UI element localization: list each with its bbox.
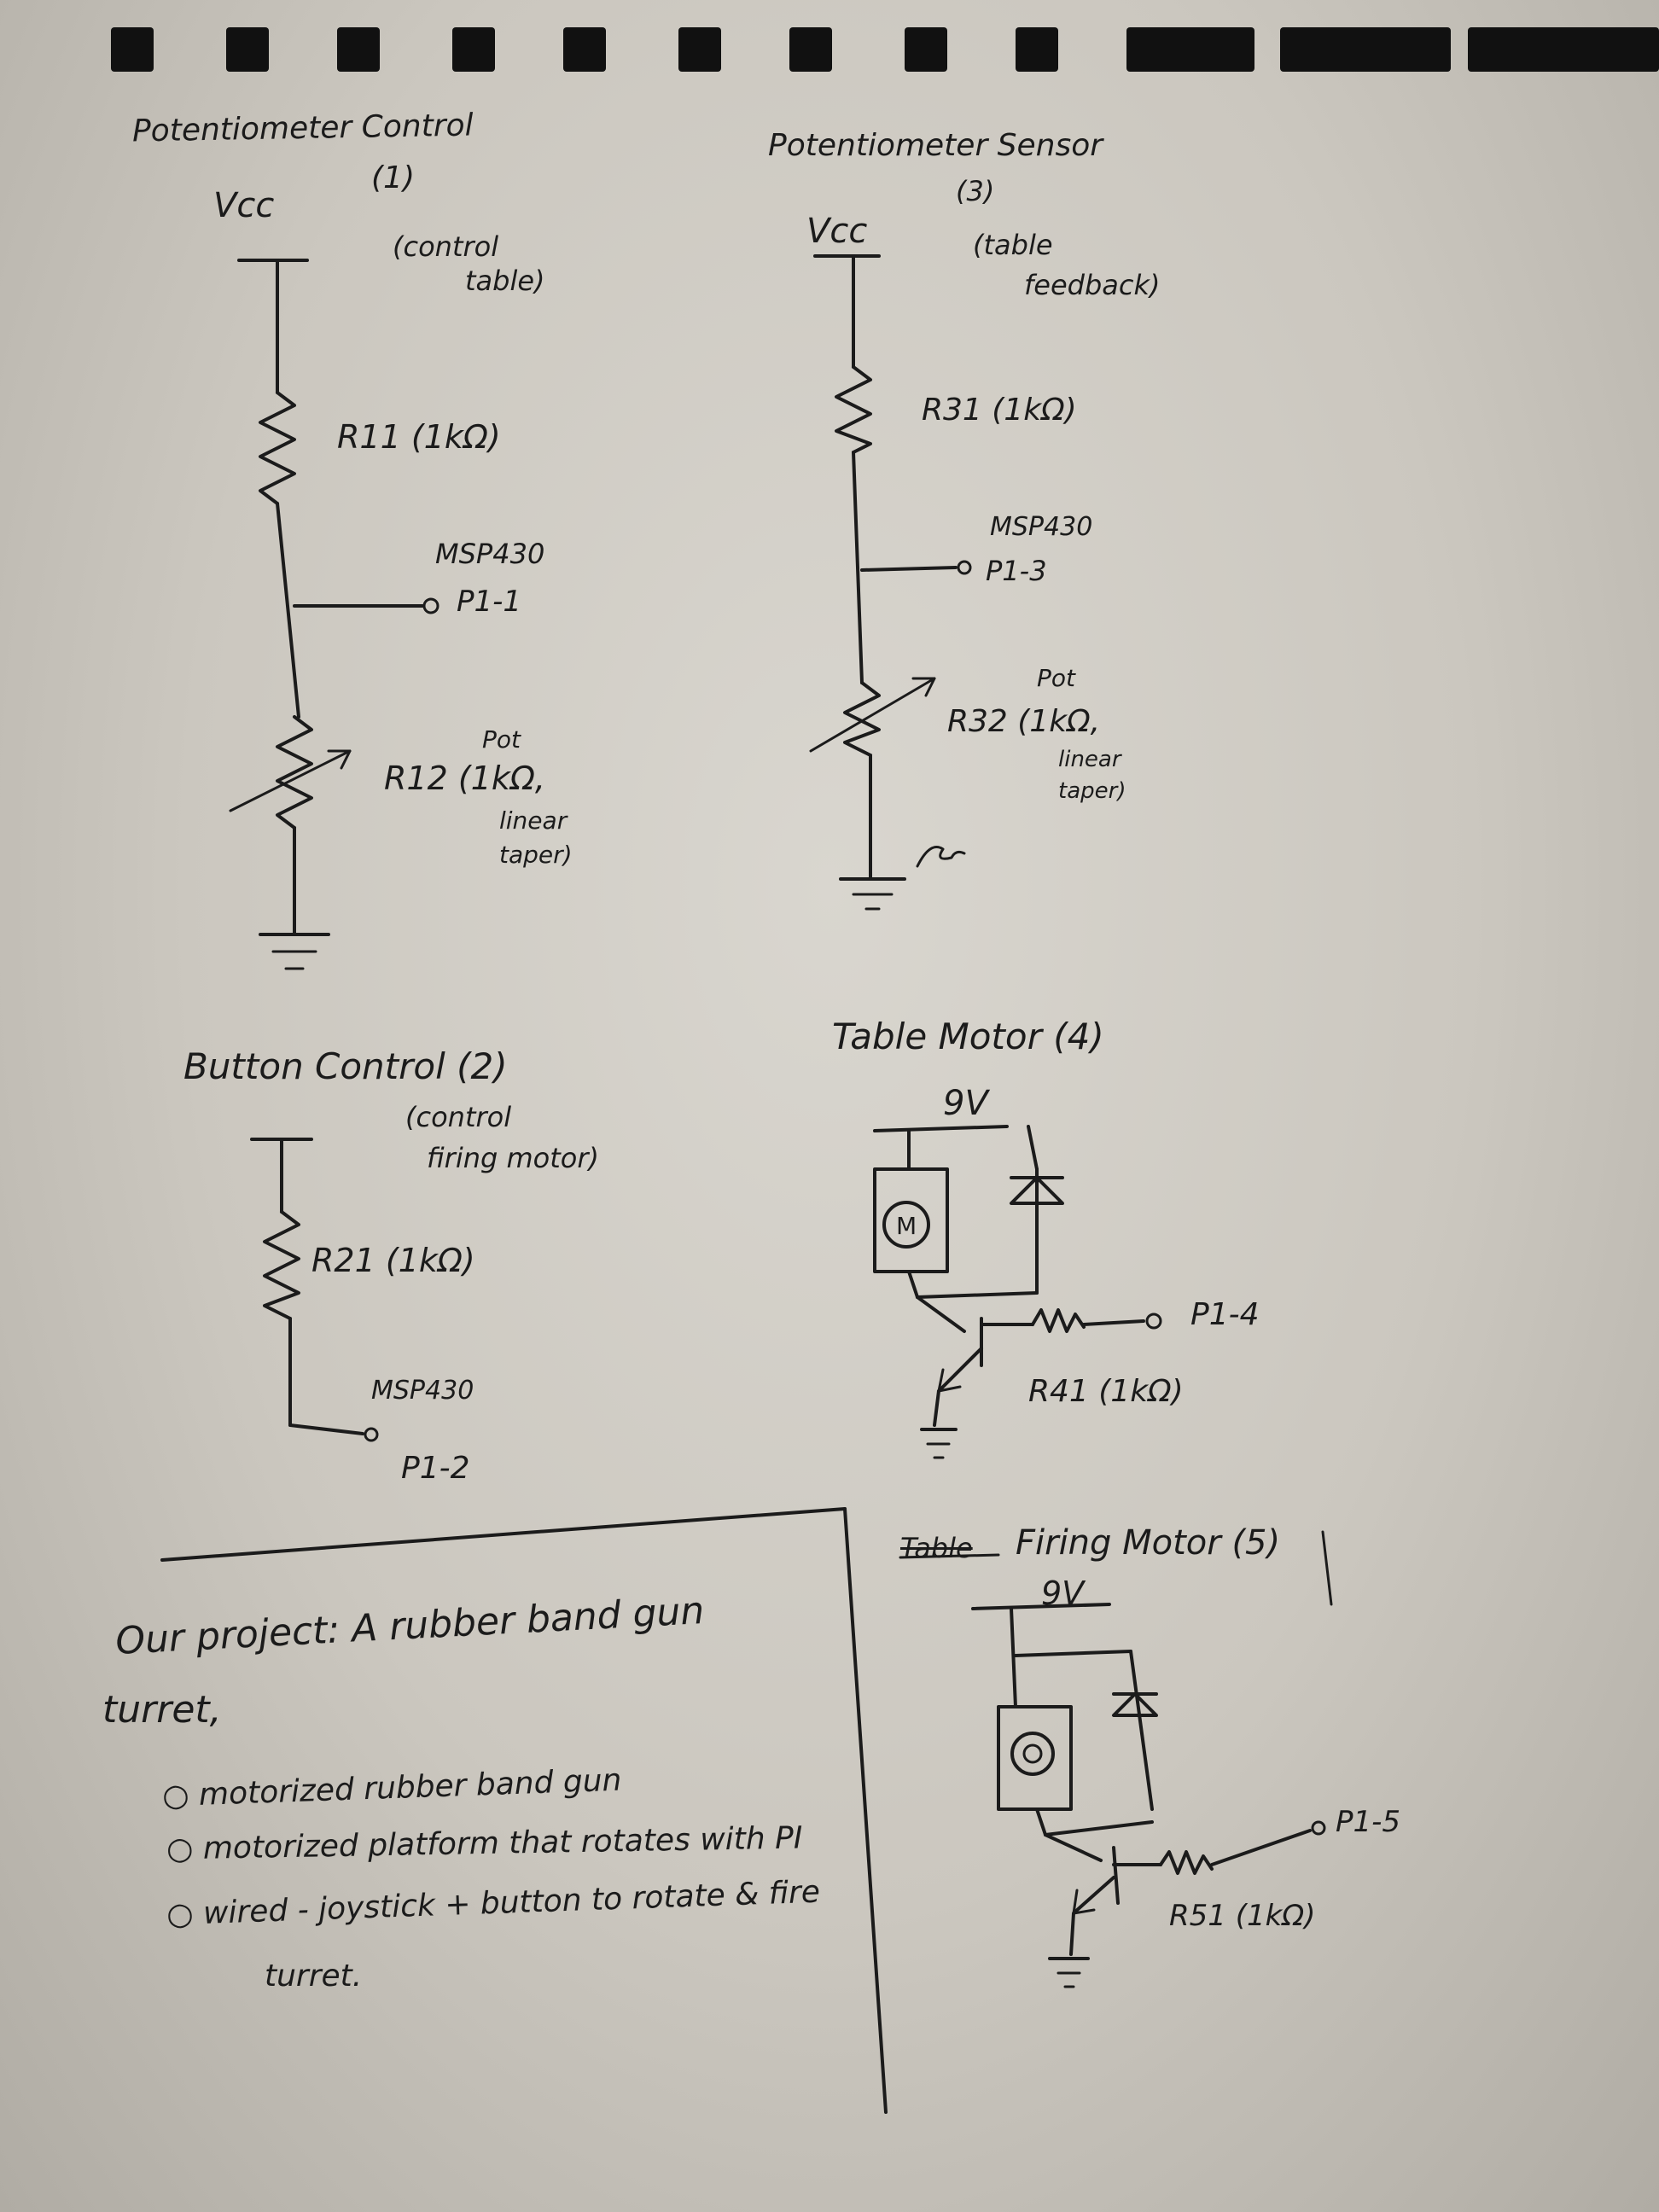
ground-symbol-4 bbox=[920, 1428, 958, 1459]
c1-mcu-label: MSP430 bbox=[435, 538, 545, 570]
pot-wiper-arrow bbox=[229, 749, 352, 812]
motor-m-box bbox=[873, 1167, 949, 1273]
motor-m-symbol bbox=[882, 1201, 930, 1249]
c1-pot-label: Pot bbox=[482, 725, 521, 754]
resistor-r41 bbox=[1031, 1308, 1086, 1333]
ground-symbol-1 bbox=[259, 933, 330, 970]
circuit-3-potentiometer-sensor bbox=[809, 254, 972, 911]
resistor-r31 bbox=[835, 365, 872, 454]
c2-note1: (control bbox=[405, 1101, 512, 1133]
flyback-diode-5 bbox=[1112, 1692, 1158, 1717]
c3-pot-taper: taper) bbox=[1058, 778, 1126, 804]
resistor-r11 bbox=[259, 391, 296, 505]
project-line-last: turret. bbox=[265, 1959, 363, 1994]
c2-r21-label: R21 (1kΩ) bbox=[311, 1242, 475, 1279]
c4-r41-label: R41 (1kΩ) bbox=[1028, 1374, 1184, 1409]
c3-number: (3) bbox=[956, 175, 995, 207]
c3-pin-label: P1-3 bbox=[986, 555, 1047, 587]
circuit-5-firing-motor bbox=[971, 1530, 1333, 1988]
circuit-1-potentiometer-control bbox=[229, 259, 439, 970]
circuit-2-button-control bbox=[250, 1138, 379, 1442]
pin-p1-2-terminal bbox=[364, 1427, 379, 1442]
motor-5-symbol bbox=[1010, 1732, 1055, 1776]
c4-motor-letter: M bbox=[896, 1212, 917, 1240]
c4-supply: 9V bbox=[943, 1084, 988, 1123]
c3-note2: feedback) bbox=[1024, 269, 1161, 301]
c3-note1: (table bbox=[973, 229, 1053, 261]
c1-pot-linear: linear bbox=[499, 806, 568, 835]
c2-title: Button Control (2) bbox=[183, 1045, 508, 1087]
transistor-base-5 bbox=[1112, 1846, 1120, 1905]
ground-symbol-5 bbox=[1048, 1957, 1090, 1988]
c1-note1: (control bbox=[393, 230, 499, 263]
c5-struck-word: Table bbox=[900, 1532, 973, 1564]
c3-pot-label: Pot bbox=[1037, 664, 1075, 692]
c1-pin-label: P1-1 bbox=[457, 585, 522, 619]
c3-mcu-label: MSP430 bbox=[990, 512, 1093, 542]
c3-r32-label: R32 (1kΩ, bbox=[947, 704, 1101, 739]
c5-r51-label: R51 (1kΩ) bbox=[1169, 1899, 1316, 1933]
c4-title: Table Motor (4) bbox=[832, 1016, 1104, 1057]
motor-5-box bbox=[997, 1705, 1073, 1811]
c5-supply: 9V bbox=[1041, 1575, 1085, 1612]
project-line-2: turret, bbox=[102, 1688, 222, 1732]
c3-r31-label: R31 (1kΩ) bbox=[922, 393, 1077, 428]
c5-pin-label: P1-5 bbox=[1336, 1805, 1401, 1839]
resistor-r12 bbox=[276, 715, 313, 830]
c1-vcc: Vcc bbox=[213, 186, 275, 225]
ground-symbol-3 bbox=[839, 877, 906, 911]
c1-number: (1) bbox=[371, 160, 415, 195]
c1-title: Potentiometer Control bbox=[131, 108, 474, 149]
c1-r12-label: R12 (1kΩ, bbox=[384, 760, 545, 797]
c1-r11-label: R11 (1kΩ) bbox=[337, 418, 501, 456]
c1-note2: table) bbox=[465, 265, 545, 297]
pin-p1-5-terminal bbox=[1311, 1820, 1326, 1836]
c1-pot-taper: taper) bbox=[499, 841, 573, 869]
c2-note2: firing motor) bbox=[427, 1142, 599, 1174]
resistor-r21 bbox=[263, 1210, 300, 1320]
circuit-4-table-motor bbox=[873, 1125, 1162, 1459]
flyback-diode-4 bbox=[1010, 1176, 1064, 1205]
c4-pin-label: P1-4 bbox=[1190, 1297, 1260, 1332]
pin-p1-3-terminal bbox=[957, 560, 972, 575]
resistor-r51 bbox=[1159, 1850, 1214, 1875]
c2-pin-label: P1-2 bbox=[401, 1451, 470, 1486]
pin-p1-1-terminal bbox=[422, 597, 439, 614]
resistor-r32 bbox=[843, 681, 881, 757]
c3-vcc: Vcc bbox=[806, 212, 868, 251]
c3-pot-linear: linear bbox=[1058, 747, 1121, 772]
project-box bbox=[160, 1507, 1000, 2114]
pot-wiper-arrow bbox=[809, 677, 936, 753]
pin-p1-4-terminal bbox=[1145, 1313, 1162, 1330]
c2-mcu-label: MSP430 bbox=[371, 1376, 474, 1406]
c5-title: Firing Motor (5) bbox=[1016, 1523, 1281, 1563]
c3-title: Potentiometer Sensor bbox=[768, 128, 1103, 163]
